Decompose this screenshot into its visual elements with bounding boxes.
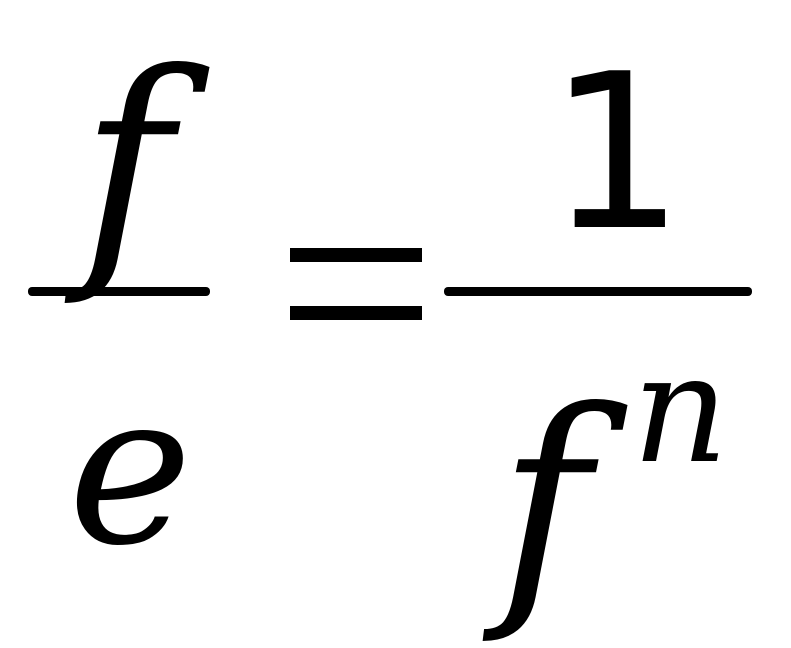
equals-bottom-bar: [290, 306, 422, 320]
lhs-fraction-bar: [28, 287, 210, 296]
rhs-numerator: 1: [548, 27, 685, 278]
rhs-fraction-bar: [444, 287, 752, 296]
rhs-denominator-exponent: n: [632, 323, 729, 497]
rhs-denominator-base: f: [498, 357, 591, 648]
lhs-denominator: e: [68, 347, 193, 592]
lhs-numerator: f: [80, 19, 173, 310]
equals-top-bar: [290, 248, 422, 262]
